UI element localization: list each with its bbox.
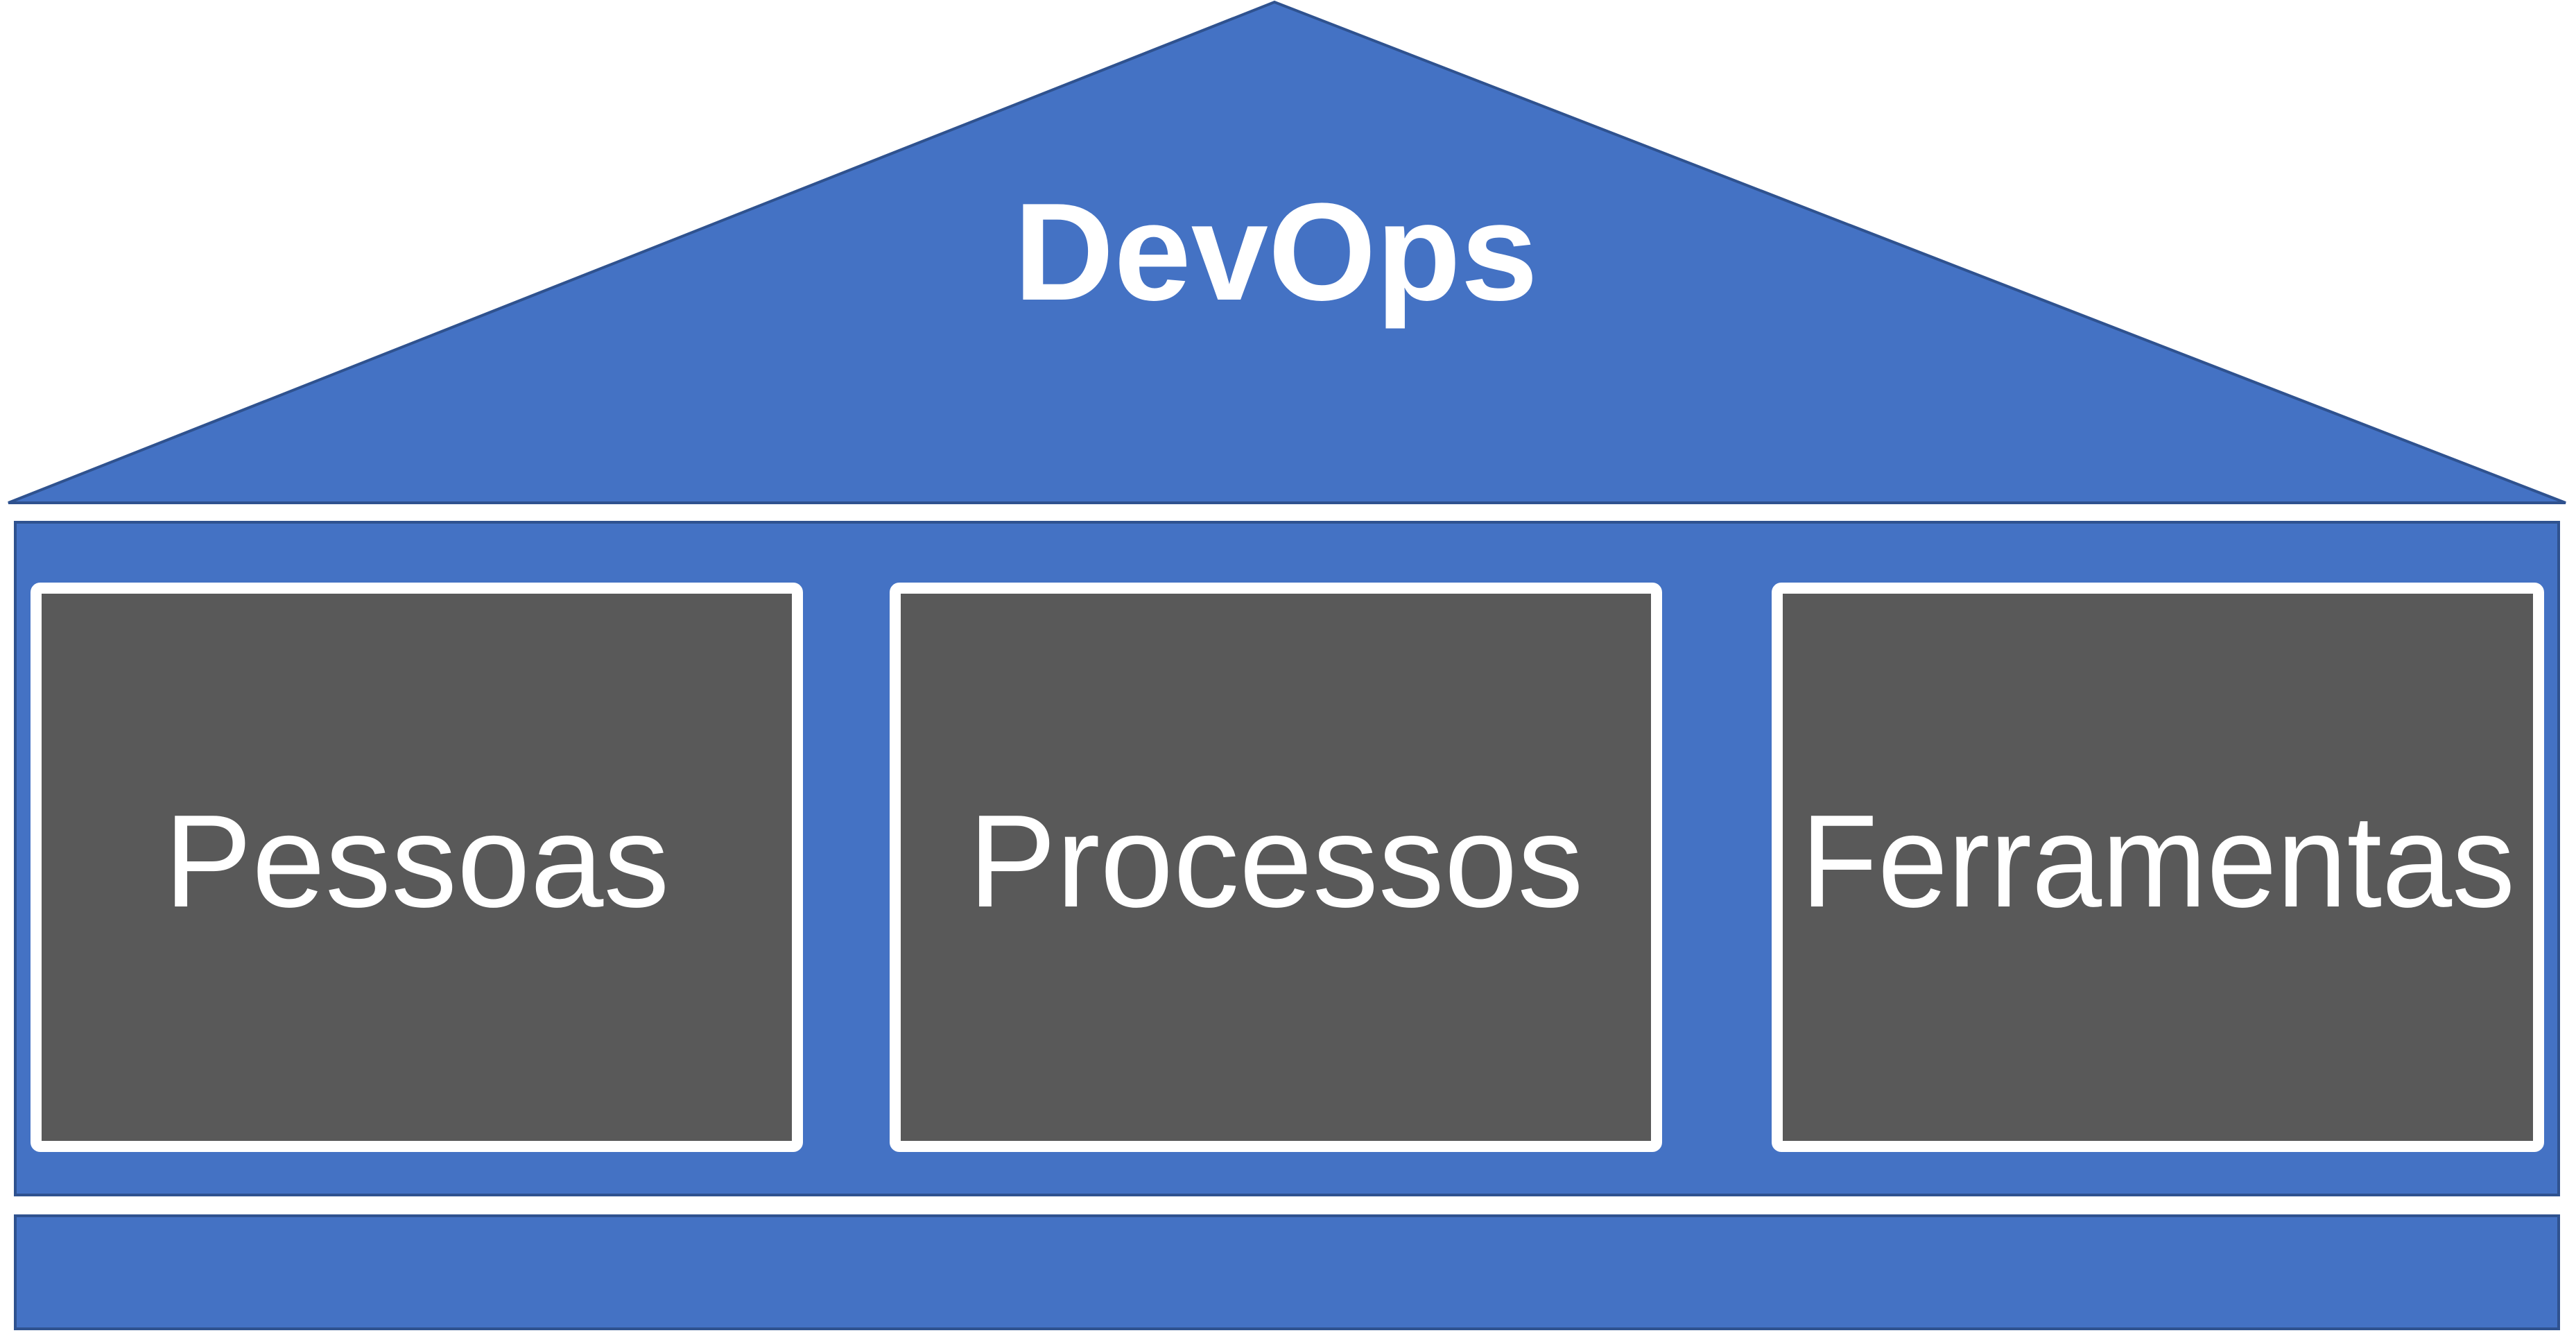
house-foundation xyxy=(14,1214,2560,1330)
pillar-label-processos: Processos xyxy=(968,788,1583,935)
roof-triangle xyxy=(8,0,2566,504)
pillar-ferramentas xyxy=(1772,583,2544,1152)
pillar-pessoas xyxy=(31,583,803,1152)
pillar-label-ferramentas: Ferramentas xyxy=(1801,788,2515,935)
roof-title: DevOps xyxy=(1014,175,1538,329)
pillar-label-pessoas: Pessoas xyxy=(164,788,670,935)
pillar-processos xyxy=(890,583,1662,1152)
